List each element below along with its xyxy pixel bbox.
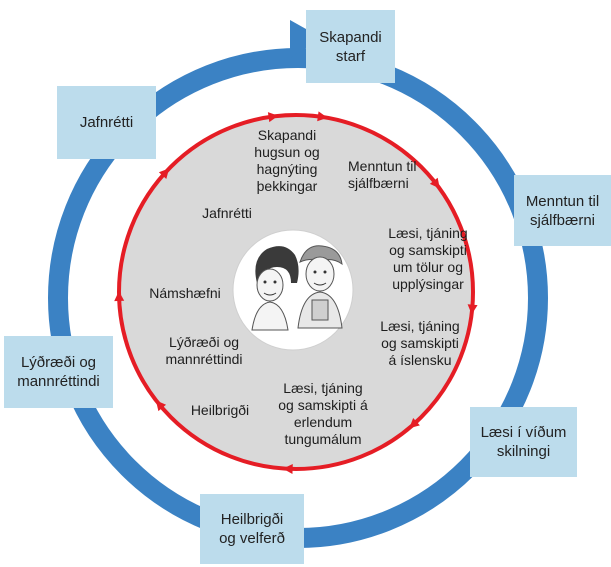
inner-label-laesi-islensku: Læsi, tjáning og samskipti á íslensku: [380, 318, 460, 368]
inner-label-jafnretti: Jafnrétti: [202, 205, 252, 221]
outer-box-skapandi-starf: Skapandi starf: [306, 10, 395, 83]
inner-ring-arrowhead: [114, 291, 125, 302]
inner-label-namshaefni: Námshæfni: [149, 285, 221, 301]
inner-ring-arrowhead: [267, 112, 279, 123]
inner-label-lydraedi-og-mannrettindi: Lýðræði og mannréttindi: [165, 334, 243, 367]
inner-label-menntun-til-sjalfbaerni: Menntun til sjálfbærni: [348, 158, 417, 191]
inner-label-laesi-erlendum: Læsi, tjáning og samskipti á erlendum tu…: [278, 380, 368, 447]
inner-ring-arrowhead: [429, 177, 440, 189]
students-illustration: [232, 229, 354, 351]
inner-ring-arrowhead: [467, 304, 478, 315]
inner-ring-arrowhead: [409, 417, 420, 429]
inner-ring-arrowhead: [155, 400, 167, 412]
outer-box-jafnretti: Jafnrétti: [57, 86, 156, 159]
inner-ring-arrowhead: [317, 111, 328, 122]
outer-box-lydraedi-og-mannrettindi: Lýðræði og mannréttindi: [4, 336, 113, 408]
inner-label-laesi-tolur: Læsi, tjáning og samskipti um tölur og u…: [388, 225, 468, 292]
inner-ring-arrowhead: [282, 463, 293, 474]
inner-label-skapandi-hugsun: Skapandi hugsun og hagnýting þekkingar: [254, 127, 320, 194]
outer-box-heilbrigdi-og-velferd: Heilbrigði og velferð: [200, 494, 304, 564]
inner-label-heilbrigdi: Heilbrigði: [190, 402, 250, 418]
inner-ring-arrowhead: [158, 168, 170, 179]
outer-box-laesi-i-vidum-skilningi: Læsi í víðum skilningi: [470, 407, 577, 477]
inner-ring-arrows: [114, 111, 478, 474]
outer-box-menntun-til-sjalfbaerni: Menntun til sjálfbærni: [514, 175, 611, 246]
